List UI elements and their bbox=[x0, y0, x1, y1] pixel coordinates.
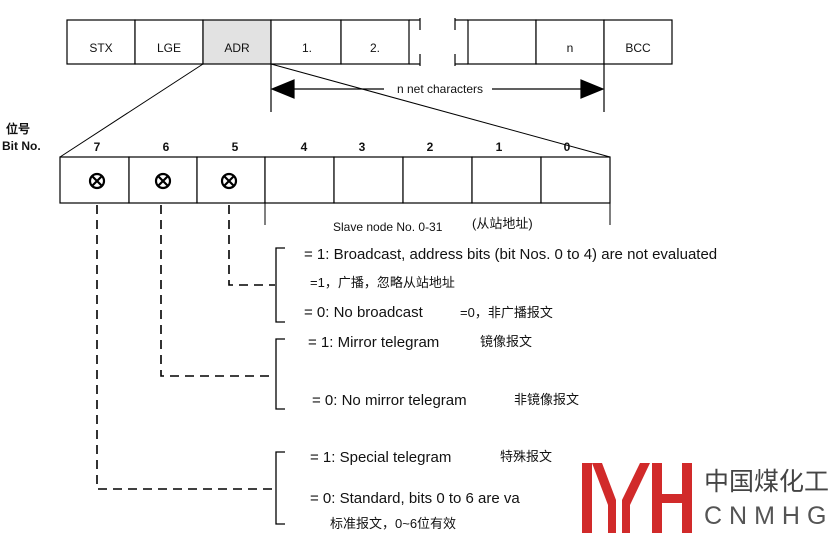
bit5-line2: = 0: No broadcast bbox=[304, 304, 424, 321]
bit-cell-2 bbox=[402, 156, 473, 204]
frame-cell-2 bbox=[340, 19, 410, 65]
cell-label-adr: ADR bbox=[224, 41, 250, 55]
span-label: n net characters bbox=[397, 82, 483, 96]
bit7-line2-cn: 标准报文，0~6位有效 bbox=[330, 516, 456, 531]
slave-node-label-cn: (从站地址) bbox=[472, 216, 533, 231]
crossed-circle-icon bbox=[220, 172, 238, 190]
bit-cell-3 bbox=[333, 156, 404, 204]
bit-number-4: 4 bbox=[301, 140, 308, 154]
bit6-line2: = 0: No mirror telegram bbox=[312, 392, 467, 409]
cell-label-n: n bbox=[567, 41, 574, 55]
cell-label-lge: LGE bbox=[157, 41, 181, 55]
frame-cell-n bbox=[535, 19, 605, 65]
bit7-line1: = 1: Special telegram bbox=[310, 449, 451, 466]
bit7-line2: = 0: Standard, bits 0 to 6 are va bbox=[310, 490, 520, 507]
bit-number-7: 7 bbox=[94, 140, 101, 154]
crossed-circle-icon bbox=[154, 172, 172, 190]
frame-cell-stx bbox=[66, 19, 136, 65]
cell-label-1: 1. bbox=[302, 41, 312, 55]
span-arrowhead-left bbox=[270, 79, 295, 99]
bit7-bracket bbox=[275, 451, 285, 525]
cell-label-bcc: BCC bbox=[625, 41, 651, 55]
cell-label-2: 2. bbox=[370, 41, 380, 55]
bit-row-label-en: Bit No. bbox=[2, 139, 41, 153]
bit5-line2-cn: =0，非广播报文 bbox=[460, 305, 553, 320]
bit-number-0: 0 bbox=[564, 140, 571, 154]
bit6-line1: = 1: Mirror telegram bbox=[308, 334, 439, 351]
bit-row-label-cn: 位号 bbox=[6, 121, 30, 136]
watermark-cn: 中国煤化工 bbox=[704, 468, 829, 496]
bit5-line1: = 1: Broadcast, address bits (bit Nos. 0… bbox=[304, 246, 717, 263]
crossed-circle-icon bbox=[88, 172, 106, 190]
slave-node-label: Slave node No. 0-31 bbox=[333, 220, 443, 234]
adr-expansion-lines bbox=[59, 63, 611, 158]
bit-cell-1 bbox=[471, 156, 542, 204]
bit-field bbox=[59, 156, 611, 204]
bit6-line1-cn: 镜像报文 bbox=[480, 334, 532, 349]
bit5-line1-cn: =1，广播，忽略从站地址 bbox=[310, 275, 455, 290]
watermark-en: CNMHG bbox=[704, 502, 833, 530]
bit6-bracket bbox=[275, 338, 285, 410]
bit-number-1: 1 bbox=[496, 140, 503, 154]
bit5-bracket bbox=[275, 247, 285, 323]
bit-cell-0 bbox=[540, 156, 611, 204]
telegram-frame bbox=[66, 18, 673, 66]
bit-number-5: 5 bbox=[232, 140, 239, 154]
slave-node-bracket bbox=[264, 203, 611, 225]
frame-cell-adr bbox=[202, 19, 272, 65]
bit6-leader-line bbox=[160, 205, 275, 377]
cell-label-stx: STX bbox=[89, 41, 112, 55]
bit5-leader-line bbox=[228, 205, 275, 286]
span-arrowhead-right bbox=[580, 79, 605, 99]
bit-number-6: 6 bbox=[163, 140, 170, 154]
bit-cell-4 bbox=[264, 156, 335, 204]
frame-cell-lge bbox=[134, 19, 204, 65]
bit-number-3: 3 bbox=[359, 140, 366, 154]
bit7-line1-cn: 特殊报文 bbox=[500, 449, 552, 464]
bit7-leader-line bbox=[96, 205, 275, 490]
bit-number-2: 2 bbox=[427, 140, 434, 154]
bit6-line2-cn: 非镜像报文 bbox=[514, 392, 579, 407]
frame-cell-bcc bbox=[603, 19, 673, 65]
frame-cell-blank bbox=[467, 19, 537, 65]
watermark-logo: 中国煤化工 CNMHG bbox=[580, 463, 838, 539]
